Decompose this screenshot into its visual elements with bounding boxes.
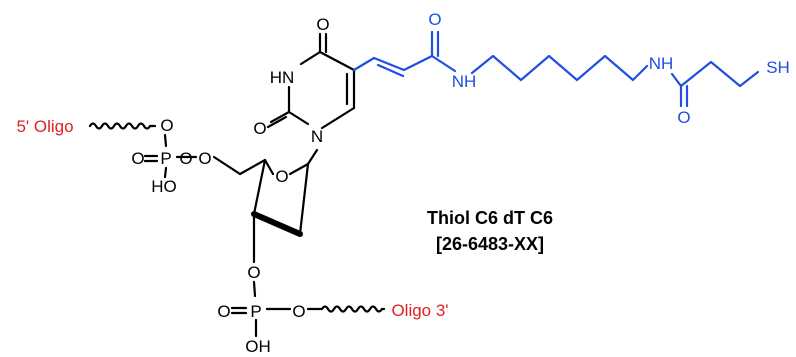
carbonyl-o4-label: O bbox=[316, 15, 329, 34]
oxygen-lower-ester-label: O bbox=[292, 302, 305, 321]
three-prime-wavy-bond bbox=[306, 305, 386, 313]
three-prime-oligo-label: Oligo 3' bbox=[391, 301, 448, 320]
phosphate-lower-double-o-label: O bbox=[217, 302, 230, 321]
molecule-name: Thiol C6 dT C6 bbox=[427, 208, 553, 228]
bond-c5-c4 bbox=[238, 158, 267, 176]
bond-vinyl-double bbox=[376, 63, 405, 78]
hexyl-chain bbox=[470, 54, 649, 82]
linker-amide-nh-label: NH bbox=[452, 72, 477, 91]
linker-amide2-nh-label: NH bbox=[649, 54, 674, 73]
five-prime-wavy-bond bbox=[88, 122, 157, 130]
phosphorus-lower-label: P bbox=[250, 302, 261, 321]
linker-carbonyl2-o-label: O bbox=[677, 108, 690, 127]
bond-c2-o-double bbox=[266, 115, 288, 129]
oxygen-c5-label: O bbox=[198, 149, 211, 168]
bond-c1-n1 bbox=[306, 148, 319, 166]
bond-o5-c5 bbox=[212, 155, 242, 176]
oxygen-3prime-label: O bbox=[247, 263, 260, 282]
bond-nh-carbonyl2 bbox=[670, 72, 683, 88]
bond-vinyl bbox=[372, 56, 406, 72]
black-bonds bbox=[88, 32, 386, 338]
propyl-chain bbox=[679, 60, 760, 88]
nitrogen-n3-label: HN bbox=[270, 68, 295, 87]
bond-o-p-upper bbox=[163, 133, 168, 148]
bond-c4-o4 bbox=[263, 158, 275, 176]
nitrogen-n1-label: N bbox=[311, 127, 323, 146]
bond-o3-p bbox=[252, 280, 257, 298]
bond-o4-c1 bbox=[288, 162, 310, 176]
phosphorus-upper-label: P bbox=[160, 149, 171, 168]
bond-p-oh-upper bbox=[163, 166, 168, 179]
bond-c3-c2-bold bbox=[251, 211, 303, 237]
bond-c4-c3 bbox=[252, 158, 267, 216]
five-prime-oligo-label: 5' Oligo bbox=[16, 117, 73, 136]
oxygen-ester-label: O bbox=[179, 149, 192, 168]
bond-c2-o bbox=[269, 110, 291, 124]
hydroxyl-lower-label: OH bbox=[245, 337, 271, 356]
carbonyl-o2-label: O bbox=[253, 119, 266, 138]
bond-c4-n3 bbox=[299, 50, 322, 66]
bond-carbonyl-nh bbox=[430, 54, 457, 73]
bond-c5-c4 bbox=[318, 50, 356, 72]
bond-c5-vinyl bbox=[352, 56, 376, 72]
bond-n1-c6 bbox=[320, 106, 356, 130]
thiol-sh-label: SH bbox=[766, 58, 790, 77]
oxygen-5prime-label: O bbox=[160, 116, 173, 135]
bond-c1-c2 bbox=[298, 162, 310, 236]
linker-bonds bbox=[352, 30, 760, 108]
phosphate-double-o-label: O bbox=[131, 149, 144, 168]
catalog-number: [26-6483-XX] bbox=[435, 234, 545, 254]
hydroxyl-upper-label: HO bbox=[151, 177, 177, 196]
bond-vinyl-carbonyl bbox=[402, 54, 434, 72]
linker-carbonyl-o-label: O bbox=[428, 10, 441, 29]
bond-c2-n1 bbox=[287, 110, 310, 126]
ribose-ring-oxygen-label: O bbox=[275, 167, 288, 186]
